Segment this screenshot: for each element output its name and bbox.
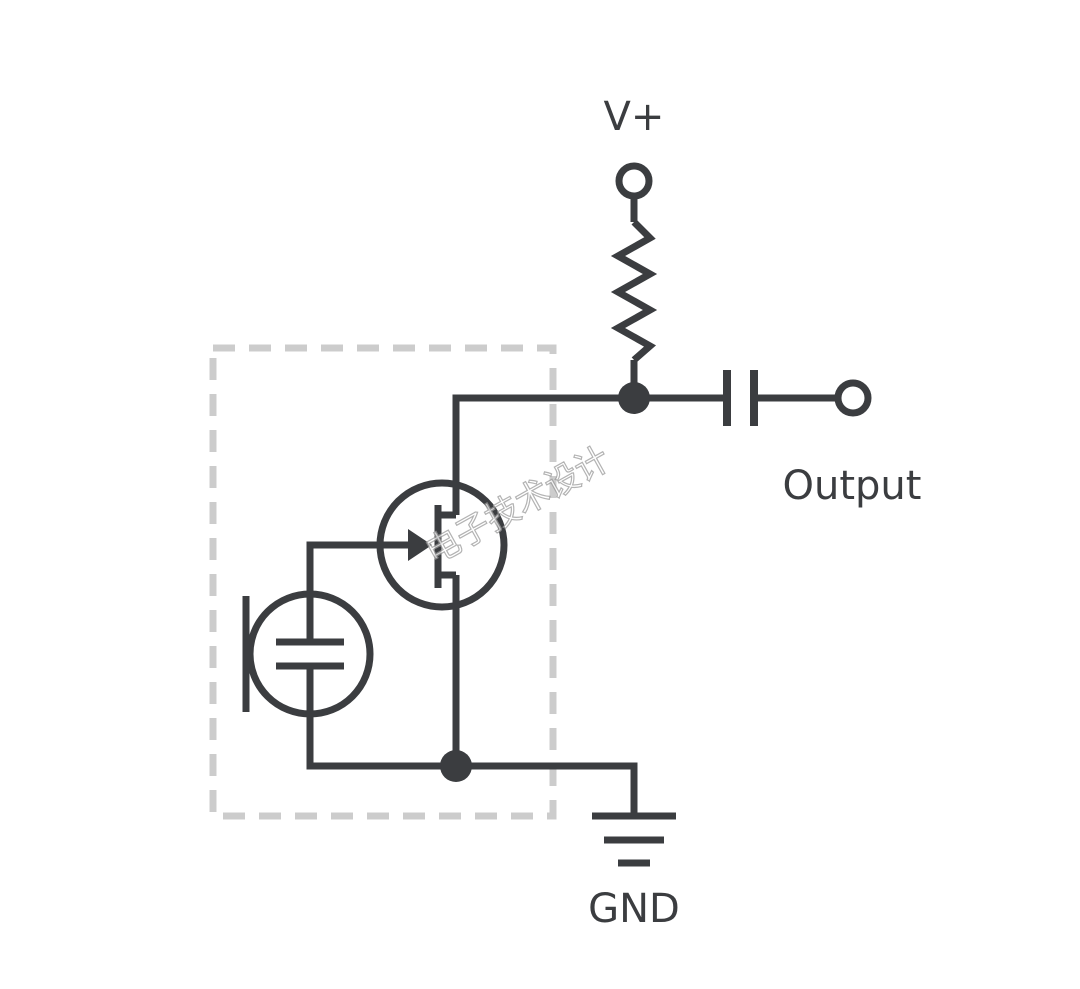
gnd-label: GND xyxy=(588,886,680,932)
watermark-text: 电子技术设计 xyxy=(419,439,617,573)
vplus-label: V+ xyxy=(604,94,665,140)
drain-wire xyxy=(452,394,634,490)
ground-junction-dot xyxy=(440,750,472,782)
output-terminal xyxy=(834,379,872,417)
dashed-package-outline xyxy=(209,344,557,820)
jfet-gate-arrow xyxy=(408,529,432,561)
ground-return-wire xyxy=(306,714,638,816)
vplus-terminal xyxy=(615,162,653,200)
output-junction-dot xyxy=(618,382,650,414)
output-label: Output xyxy=(783,463,922,509)
resistor-symbol xyxy=(610,219,658,363)
